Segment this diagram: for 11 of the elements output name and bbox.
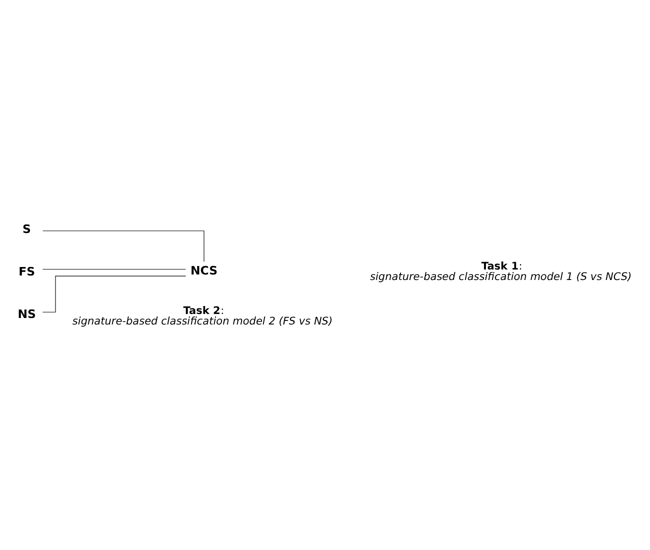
label: Task 2: — [183, 305, 224, 318]
connector — [42, 276, 186, 312]
connector — [42, 230, 204, 262]
label: signature-based classification model 2 (FS vs NS) — [72, 316, 333, 328]
node-text: S — [22, 222, 31, 236]
label: signature-based classification model 1 (S vs NCS) — [370, 271, 632, 284]
label: Task 1: — [481, 260, 522, 273]
connector — [42, 268, 186, 270]
node-text: FS — [18, 264, 36, 278]
node-text: NCS — [190, 264, 218, 278]
node-text: NS — [18, 306, 36, 321]
